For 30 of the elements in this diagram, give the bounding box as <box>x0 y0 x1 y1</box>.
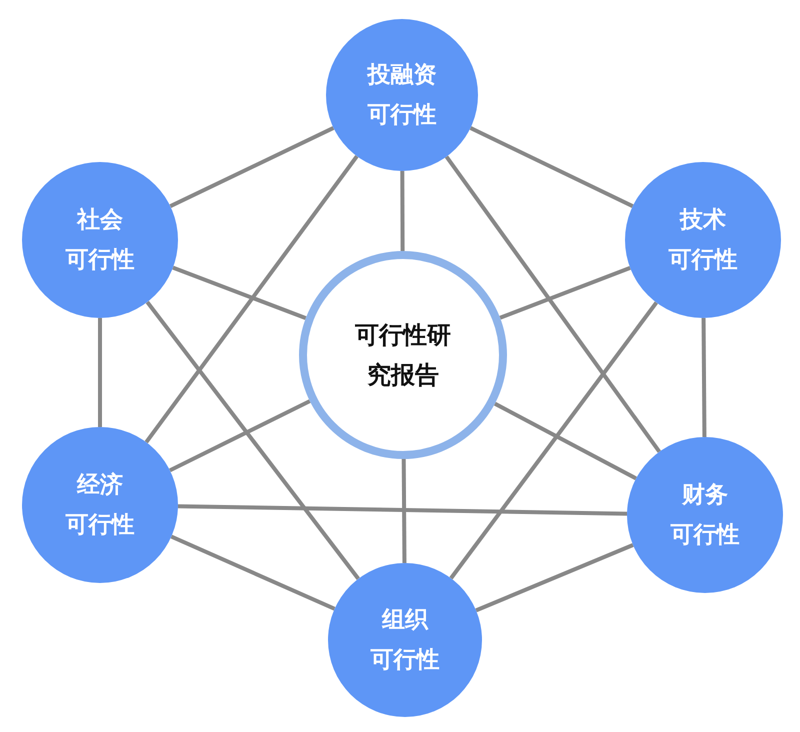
circle-label: 可行性 <box>670 521 740 550</box>
connector-line <box>444 155 661 453</box>
circle-label: 可行性 <box>66 246 134 275</box>
circle-label: 可行性 <box>66 511 134 540</box>
connector-line <box>470 126 634 208</box>
connector-line <box>494 402 638 480</box>
connector-line <box>499 266 631 320</box>
connector-line <box>400 170 405 251</box>
connector-line <box>402 458 406 564</box>
circle-label: 财务 <box>682 481 728 510</box>
connector-line <box>172 266 306 320</box>
connector-line <box>98 318 102 427</box>
connector-line <box>169 399 311 472</box>
connector-line <box>170 534 336 611</box>
circle-label: 可行性 <box>668 246 738 275</box>
connector-line <box>475 543 634 612</box>
connector-line <box>146 300 360 580</box>
circle-label: 可行性 <box>370 646 440 675</box>
report-title: 可行性研究报告 <box>354 320 452 391</box>
connector-line <box>144 155 359 444</box>
connector-line <box>449 301 658 580</box>
circle-label: 投融资 <box>368 61 436 90</box>
connector-line <box>178 504 628 516</box>
circle-label: 组织 <box>382 606 428 635</box>
circle-label: 可行性 <box>368 101 436 130</box>
connector-line <box>702 318 706 438</box>
circle-label: 技术 <box>680 206 726 235</box>
circle-label: 社会 <box>77 206 123 235</box>
circle-label: 经济 <box>77 471 123 500</box>
connector-line <box>169 126 334 208</box>
